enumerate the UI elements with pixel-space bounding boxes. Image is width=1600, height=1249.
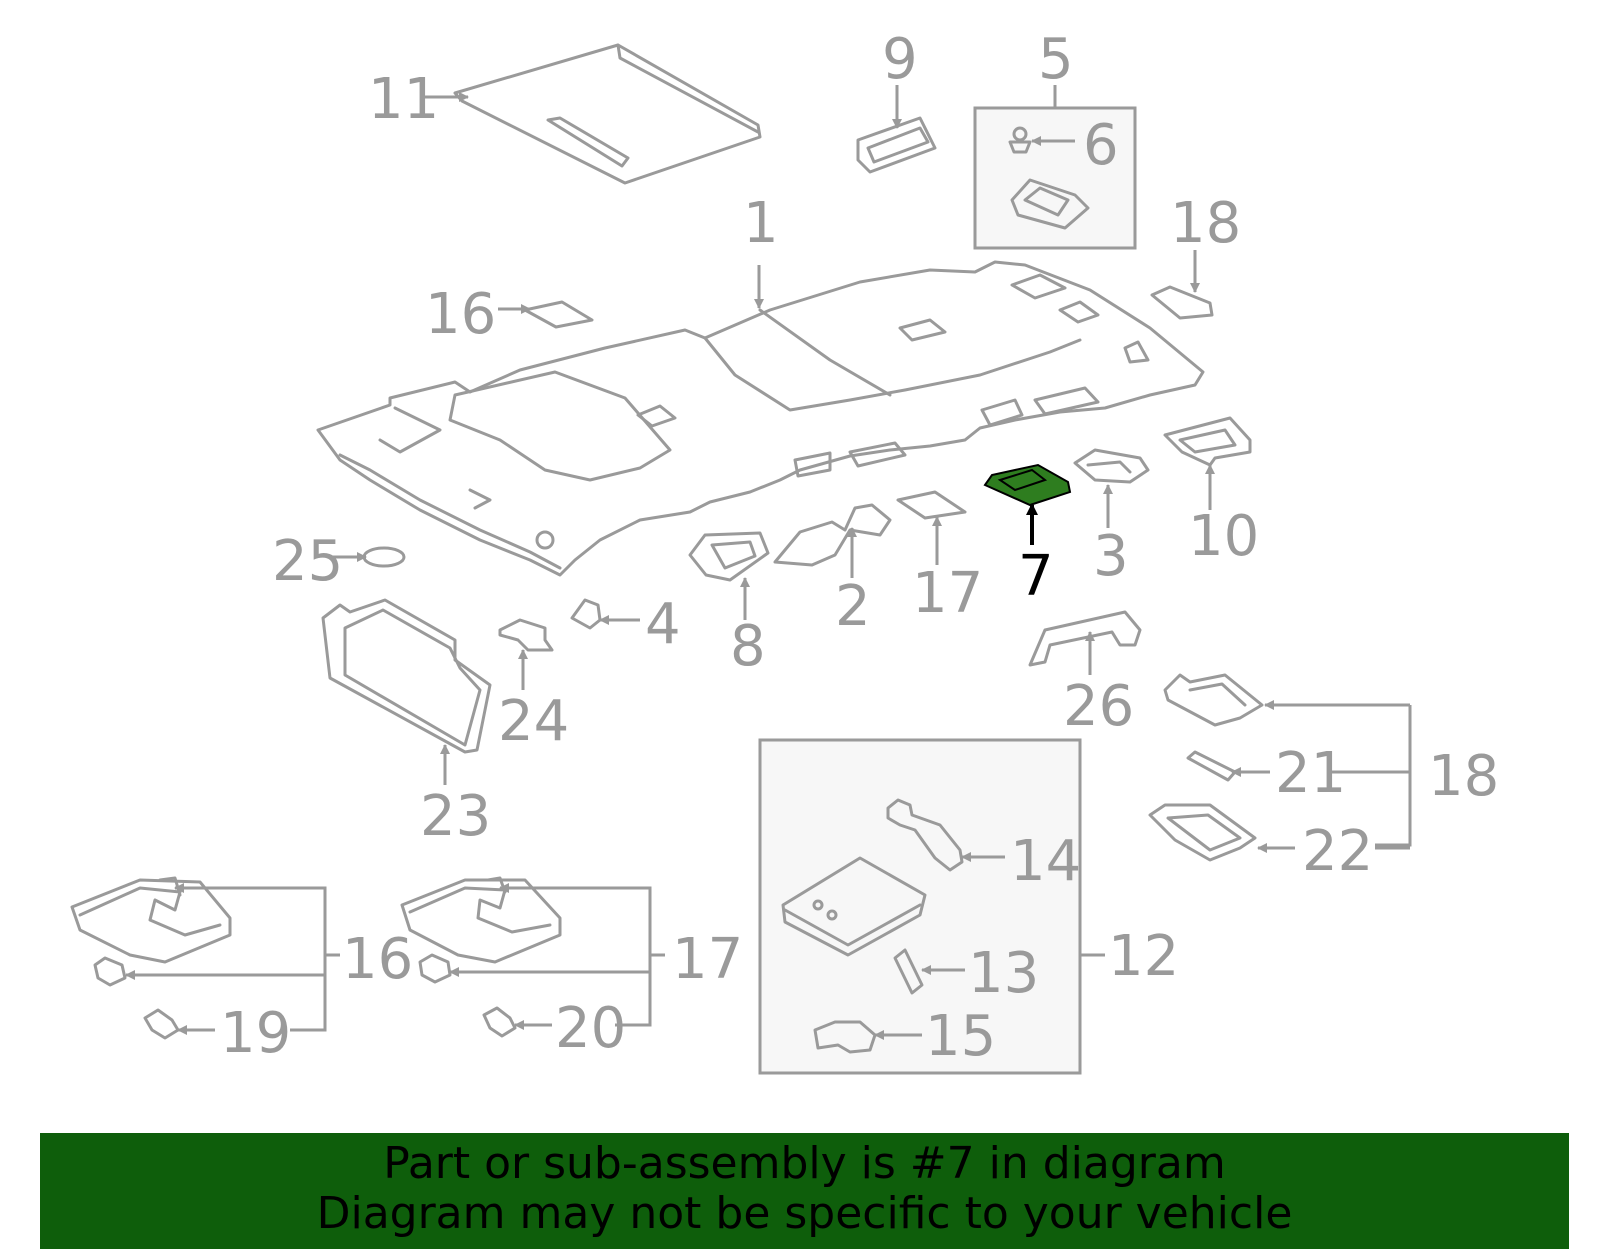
part-25-plug — [362, 546, 406, 568]
part-3-bracket — [1073, 448, 1150, 484]
part-17-pad-mid — [896, 490, 967, 520]
part-18-lamp — [1163, 673, 1264, 727]
callout-9: 9 — [882, 27, 918, 92]
callout-5: 5 — [1038, 27, 1074, 92]
part-6-clip — [1008, 126, 1032, 154]
callout-1: 1 — [743, 191, 779, 256]
part-21-bulb — [1186, 750, 1237, 782]
callout-20: 20 — [555, 996, 626, 1061]
bracket-16 — [185, 886, 327, 1032]
part-20-socket — [482, 1006, 517, 1038]
part-17-bulb — [418, 953, 452, 984]
callout-6: 6 — [1083, 113, 1119, 178]
part-13-bulb — [893, 948, 924, 995]
part-12-lamp-housing — [781, 856, 927, 957]
banner-line-1: Part or sub-assembly is #7 in diagram — [383, 1138, 1226, 1189]
callout-2: 2 — [835, 574, 871, 639]
part-5-bracket — [1010, 178, 1090, 230]
callout-19: 19 — [220, 1001, 291, 1066]
part-16-bulb — [93, 956, 127, 987]
callout-18a: 18 — [1170, 191, 1241, 256]
part-4-clip — [570, 598, 602, 630]
part-1-headliner — [316, 260, 1205, 577]
callout-18b: 18 — [1428, 744, 1499, 809]
part-23-panel — [321, 598, 492, 754]
callout-11: 11 — [368, 67, 439, 132]
part-22-lens — [1148, 803, 1257, 862]
callout-16a: 16 — [425, 282, 496, 347]
callout-21: 21 — [1275, 741, 1346, 806]
part-17-map-lamp — [400, 876, 562, 964]
info-banner: Part or sub-assembly is #7 in diagram Di… — [40, 1133, 1569, 1249]
part-14-switch — [886, 798, 964, 872]
part-8-grip — [688, 531, 770, 582]
part-16-map-lamp — [70, 876, 232, 964]
part-10-lamp-cover — [1163, 416, 1252, 467]
banner-line-2: Diagram may not be specific to your vehi… — [316, 1188, 1293, 1239]
callout-22: 22 — [1302, 819, 1373, 884]
part-16-pad-top — [523, 300, 594, 329]
callout-24: 24 — [498, 689, 569, 754]
callout-10: 10 — [1188, 504, 1259, 569]
callout-25: 25 — [272, 529, 343, 594]
callout-3: 3 — [1093, 524, 1129, 589]
callout-26: 26 — [1063, 674, 1134, 739]
callout-17a: 17 — [912, 561, 983, 626]
part-15-socket — [813, 1020, 877, 1054]
part-2-bracket — [773, 503, 892, 567]
callout-13: 13 — [968, 941, 1039, 1006]
callout-4: 4 — [645, 592, 681, 657]
bracket-18 — [1375, 705, 1412, 847]
part-11-sunshade — [453, 43, 762, 185]
part-9-assist-grip-cover — [856, 116, 937, 174]
part-18-small-pad — [1150, 285, 1214, 320]
part-24-bracket — [498, 618, 554, 652]
part-26-assist-grip — [1028, 610, 1142, 667]
callout-16b: 16 — [342, 927, 413, 992]
callout-15: 15 — [925, 1004, 996, 1069]
callout-17b: 17 — [672, 927, 743, 992]
callout-23: 23 — [420, 784, 491, 849]
callout-7: 7 — [1018, 544, 1054, 609]
callout-12: 12 — [1108, 924, 1179, 989]
part-19-socket — [143, 1008, 180, 1040]
callout-14: 14 — [1010, 829, 1081, 894]
callout-8: 8 — [730, 614, 766, 679]
part-7-highlighted — [983, 463, 1072, 507]
